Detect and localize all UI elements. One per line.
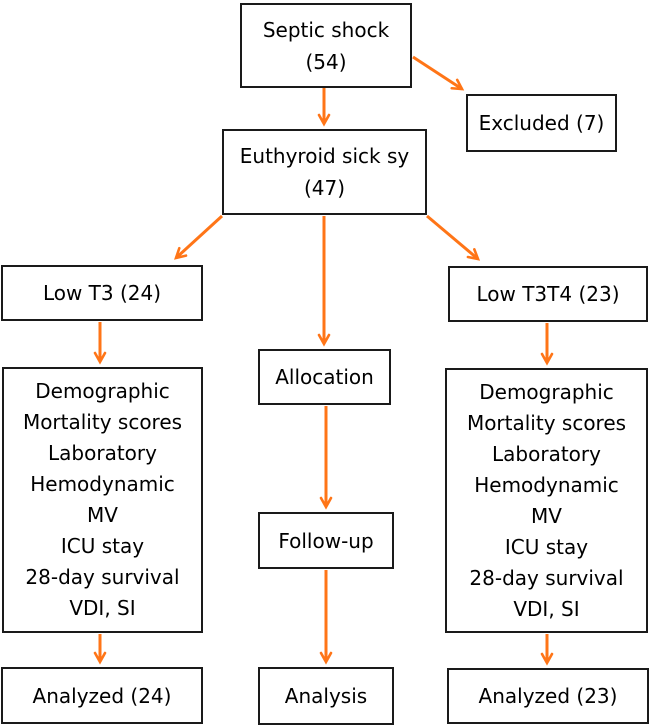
arrow-septic-to-excluded bbox=[412, 55, 465, 91]
node-analysis: Analysis bbox=[258, 667, 394, 725]
node-variables-left: Demographic Mortality scores Laboratory … bbox=[2, 367, 203, 633]
node-euthyroid-sick-sy: Euthyroid sick sy (47) bbox=[222, 129, 427, 215]
arrow-euthyroid-to-low-t3 bbox=[174, 214, 224, 260]
node-low-t3: Low T3 (24) bbox=[1, 265, 203, 321]
node-septic-shock: Septic shock (54) bbox=[240, 3, 412, 88]
node-allocation: Allocation bbox=[258, 349, 391, 405]
node-analyzed-left: Analyzed (24) bbox=[1, 667, 203, 724]
node-low-t3t4: Low T3T4 (23) bbox=[448, 266, 648, 322]
node-analyzed-right: Analyzed (23) bbox=[447, 668, 649, 724]
node-follow-up: Follow-up bbox=[258, 512, 394, 569]
node-excluded: Excluded (7) bbox=[466, 94, 617, 152]
node-variables-right: Demographic Mortality scores Laboratory … bbox=[445, 368, 648, 633]
arrow-euthyroid-to-low-t3t4 bbox=[426, 214, 481, 261]
